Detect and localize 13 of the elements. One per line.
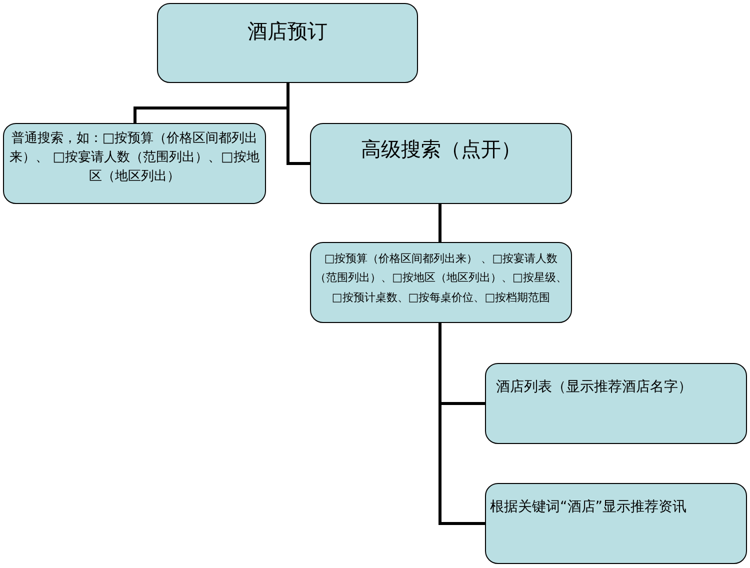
rounded-box [3, 123, 266, 204]
rounded-box [485, 483, 747, 564]
rounded-box [310, 242, 572, 323]
rounded-box [310, 123, 572, 204]
rounded-box [485, 363, 747, 444]
node-text: 酒店列表（显示推荐酒店名字） [496, 378, 693, 396]
node-text: 酒店预订 [246, 18, 328, 44]
node-text: 普通搜索，如：□按预算（价格区间都列出来）、 □按宴请人数（范围列出）、□按地区（地区列出） [8, 130, 260, 186]
rounded-box [157, 3, 418, 83]
connector-line [438, 204, 442, 242]
node-text: □按预算（价格区间都列出来） 、□按宴请人数（范围列出）、□按地区（地区列出）、□按星级、□按预计桌数、□按每桌价位、□按档期范围 [315, 251, 567, 306]
node-text: 高级搜索（点开） [360, 136, 522, 162]
node-text: 根据关键词“酒店”显示推荐资讯 [490, 498, 688, 516]
